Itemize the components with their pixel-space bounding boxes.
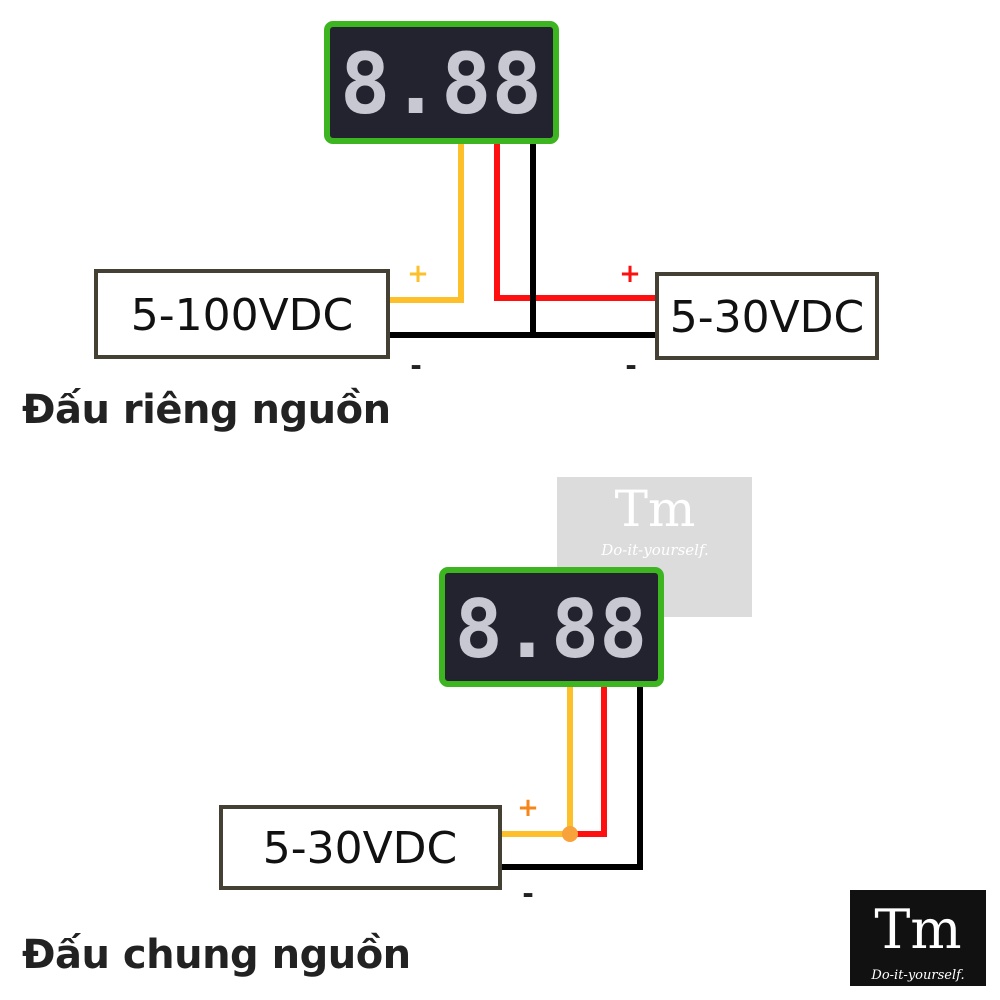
- black-wire: [500, 686, 643, 870]
- bottom-source-box: [219, 805, 502, 890]
- tm-logo: Tm Do-it-yourself.: [850, 890, 986, 986]
- top-display-digits: 8.88: [340, 35, 542, 133]
- bottom-source-label: 5-30VDC: [263, 823, 458, 874]
- logo-tagline: Do-it-yourself.: [870, 968, 964, 983]
- left-source-label: 5-100VDC: [131, 290, 354, 341]
- right-source-label: 5-30VDC: [670, 292, 865, 343]
- left-minus-sign: -: [410, 349, 422, 382]
- bottom-voltmeter-display: 8.88: [439, 567, 664, 687]
- right-minus-sign: -: [625, 349, 637, 382]
- top-wires: [388, 143, 657, 338]
- yellow-wire: [388, 143, 464, 303]
- junction-dot: [562, 826, 578, 842]
- top-diagram-title: Đấu riêng nguồn: [22, 387, 391, 433]
- watermark-logo: Tm: [615, 480, 696, 538]
- bottom-plus-sign: +: [517, 793, 539, 823]
- bottom-display-digits: 8.88: [455, 583, 648, 676]
- bottom-diagram-title: Đấu chung nguồn: [22, 932, 411, 978]
- logo-mark: Tm: [874, 898, 961, 961]
- left-plus-sign: +: [407, 259, 429, 289]
- red-wire: [570, 686, 607, 837]
- bottom-wires: [500, 686, 643, 870]
- left-source-box: [94, 269, 390, 359]
- red-wire: [494, 143, 657, 301]
- right-source-box: [655, 272, 879, 360]
- top-voltmeter-display: 8.88: [324, 21, 559, 144]
- bottom-minus-sign: -: [522, 877, 534, 910]
- watermark-tagline: Do-it-yourself.: [600, 541, 709, 559]
- right-plus-sign: +: [619, 259, 641, 289]
